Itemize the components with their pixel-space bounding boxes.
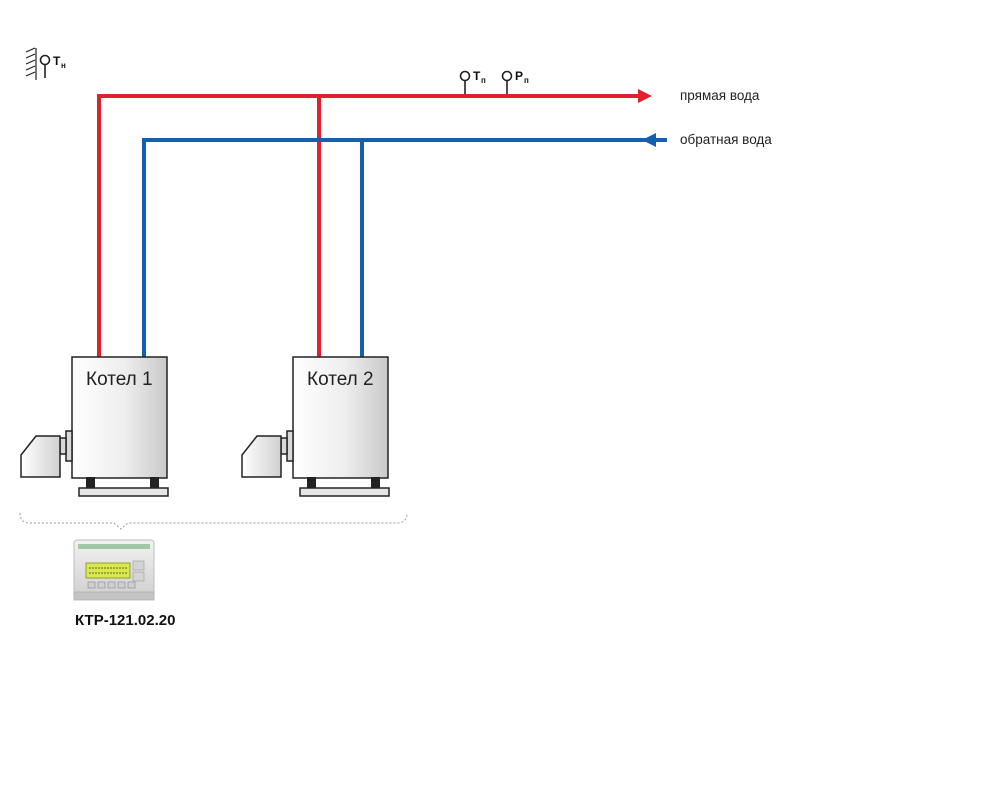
boiler-1-label: Котел 1 — [86, 369, 153, 390]
supply-pressure-sub: п — [524, 76, 529, 85]
burner-icon — [241, 430, 294, 478]
supply-temp-sensor: Т п — [459, 69, 486, 94]
supply-pressure-sensor: Р п — [501, 69, 529, 94]
outdoor-sensor: Т н — [25, 47, 66, 80]
supply-arrow-icon — [638, 89, 652, 103]
supply-pipe — [97, 94, 642, 358]
temperature-probe-icon — [39, 54, 51, 78]
supply-pressure-label: Р — [515, 69, 523, 83]
return-arrow-icon — [642, 133, 656, 147]
controller-device-icon — [73, 539, 155, 601]
supply-temp-label: Т — [473, 69, 481, 83]
return-water-label: обратная вода — [680, 132, 772, 147]
outdoor-temp-label: Т — [53, 54, 61, 68]
boiler-1: Котел 1 — [20, 356, 169, 497]
controller-label: КТР-121.02.20 — [75, 612, 175, 629]
grouping-brace — [19, 512, 408, 530]
boiler-2: Котел 2 — [241, 356, 390, 497]
wall-hatch-icon — [25, 47, 37, 80]
pressure-probe-icon — [501, 70, 513, 94]
outdoor-temp-sub: н — [61, 61, 66, 70]
temperature-probe-icon — [459, 70, 471, 94]
supply-water-label: прямая вода — [680, 88, 760, 103]
supply-temp-sub: п — [481, 76, 486, 85]
burner-icon — [20, 430, 73, 478]
return-pipe — [142, 138, 667, 358]
boiler-2-label: Котел 2 — [307, 369, 374, 390]
